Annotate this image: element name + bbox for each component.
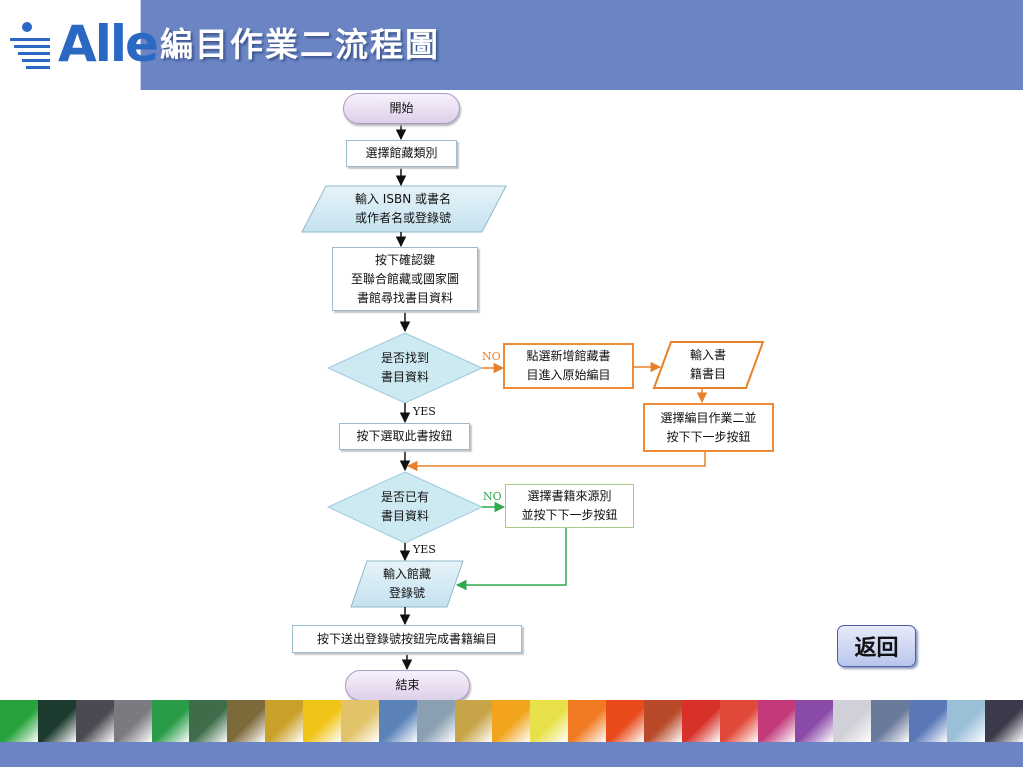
footer-tile — [151, 700, 190, 742]
back-button[interactable]: 返回 — [837, 625, 916, 667]
select-source-node: 選擇書籍來源別 並按下下一步按鈕 — [505, 484, 634, 528]
submit-node: 按下送出登錄號按鈕完成書籍編目 — [292, 625, 522, 653]
footer-tile — [340, 700, 379, 742]
footer-tile — [757, 700, 796, 742]
logo: Alle — [0, 0, 159, 90]
arrow-source-accession — [455, 528, 567, 591]
footer-tile — [75, 700, 114, 742]
footer-tile — [719, 700, 758, 742]
page-title: 編目作業二流程圖 — [160, 25, 440, 64]
yes-label-1: YES — [413, 405, 436, 418]
arrow-catalog2-merge — [406, 452, 706, 472]
yes-label-2: YES — [413, 543, 436, 556]
footer-tile — [303, 700, 341, 742]
input-book-label: 輸入書 籍書目 — [689, 348, 726, 381]
select-collection-node: 選擇館藏類別 — [346, 140, 457, 167]
new-collection-node: 點選新增館藏書 目進入原始編目 — [503, 343, 634, 389]
found-record-label: 是否找到 書目資料 — [380, 351, 429, 384]
footer-tile — [492, 700, 531, 742]
input-accession-shape — [350, 560, 464, 608]
input-isbn-label: 輸入 ISBN 或書名 或作者名或登錄號 — [354, 192, 451, 225]
footer-tile — [871, 700, 909, 742]
footer-tile — [833, 700, 872, 742]
no-label-1: NO — [482, 350, 501, 363]
footer-tile — [795, 700, 834, 742]
footer-tile — [909, 700, 947, 742]
footer-tile — [416, 700, 455, 742]
footer-tile — [265, 700, 303, 742]
input-isbn-shape — [301, 185, 507, 233]
footer-tile — [37, 700, 76, 742]
input-accession-label: 輸入館藏 登錄號 — [382, 567, 431, 600]
footer-tile — [378, 700, 417, 742]
footer-tile — [189, 700, 228, 742]
footer-tile — [606, 700, 644, 742]
logo-stripes-icon — [10, 22, 56, 72]
start-node: 開始 — [343, 93, 460, 124]
footer-tile — [643, 700, 682, 742]
footer-tile — [530, 700, 569, 742]
footer-tile — [454, 700, 493, 742]
footer-tile — [568, 700, 606, 742]
footer-tile — [227, 700, 266, 742]
end-node: 結束 — [345, 670, 470, 701]
header-bar — [0, 0, 1023, 90]
footer-tile — [0, 700, 38, 742]
input-book-shape — [652, 341, 765, 389]
footer-tile — [113, 700, 152, 742]
no-label-2: NO — [483, 490, 502, 503]
press-select-book-node: 按下選取此書按鈕 — [339, 423, 470, 450]
footer-bar — [0, 742, 1023, 767]
footer-tile — [681, 700, 720, 742]
select-catalog2-node: 選擇編目作業二並 按下下一步按鈕 — [643, 403, 774, 452]
has-record-label: 是否已有 書目資料 — [380, 490, 429, 523]
footer-tile — [946, 700, 985, 742]
footer-tile — [984, 700, 1023, 742]
logo-text: Alle — [58, 15, 159, 73]
press-confirm-node: 按下確認鍵 至聯合館藏或國家圖 書館尋找書目資料 — [332, 247, 478, 311]
footer-image-strip — [0, 700, 1023, 742]
